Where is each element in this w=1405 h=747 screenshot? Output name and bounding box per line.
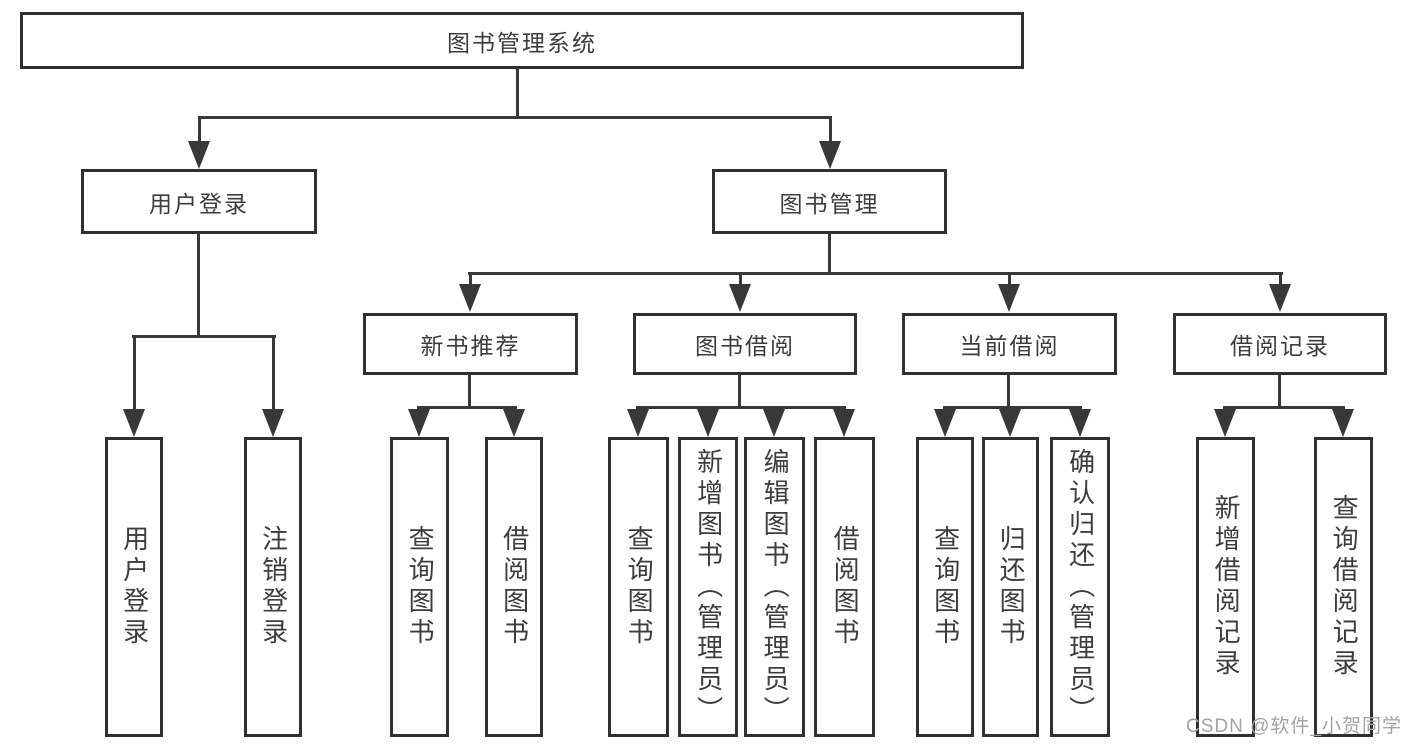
connector-stem-book-borrowing (738, 374, 741, 408)
leaf-borrow-books: 借阅图书 (814, 437, 875, 737)
node-label: 编辑图书（管理员） (760, 447, 791, 727)
connector-stem-borrowing-records (1278, 374, 1281, 408)
arrow-down-icon (833, 408, 855, 437)
connector-stem-current-borrowing (1007, 374, 1010, 408)
connector-rail-user-login (132, 335, 276, 338)
arrow-down-icon (729, 274, 751, 312)
leaf-user-login: 用户登录 (105, 437, 163, 737)
leaf-return-books: 归还图书 (982, 437, 1039, 737)
arrow-down-icon (1332, 408, 1354, 437)
leaf-query-books-current: 查询图书 (916, 437, 974, 737)
node-label: 注销登录 (258, 525, 289, 649)
node-label: 查询图书 (624, 525, 655, 649)
node-label: 用户登录 (119, 525, 150, 649)
node-library-management-system: 图书管理系统 (20, 12, 1024, 69)
connector-stem-user-login (197, 233, 200, 337)
connector-rail-borrowing-records (1223, 406, 1345, 409)
arrow-down-icon (1069, 408, 1091, 437)
arrow-down-icon (934, 408, 956, 437)
node-label: 新增图书（管理员） (693, 447, 724, 727)
leaf-logout: 注销登录 (244, 437, 302, 737)
leaf-query-books-borrowing: 查询图书 (608, 437, 669, 737)
node-label: 归还图书 (996, 525, 1027, 649)
arrow-down-icon (763, 408, 785, 437)
connector-rail-book-management (468, 272, 1283, 275)
connector-stem-new-book-recommend (468, 374, 471, 408)
node-current-borrowing: 当前借阅 (902, 313, 1117, 375)
leaf-add-borrow-record: 新增借阅记录 (1196, 437, 1255, 737)
arrow-down-icon (1269, 274, 1291, 312)
node-book-borrowing: 图书借阅 (633, 313, 857, 375)
arrow-down-icon (697, 408, 719, 437)
node-label: 新书推荐 (420, 333, 521, 359)
leaf-edit-book-admin: 编辑图书（管理员） (744, 437, 805, 737)
node-label: 当前借阅 (959, 333, 1060, 359)
node-book-management: 图书管理 (712, 169, 947, 234)
connector-rail-root (198, 116, 832, 119)
arrow-down-icon (999, 408, 1021, 437)
leaf-add-book-admin: 新增图书（管理员） (678, 437, 738, 737)
node-label: 图书管理 (779, 190, 880, 217)
arrow-down-icon (408, 408, 430, 437)
csdn-watermark: CSDN @软件_小贺同学 (1186, 716, 1402, 737)
leaf-confirm-return-admin: 确认归还（管理员） (1050, 437, 1110, 737)
node-label: 图书借阅 (695, 333, 795, 359)
leaf-borrow-books-recommend: 借阅图书 (485, 437, 543, 737)
arrow-down-icon (1214, 408, 1236, 437)
arrow-down-icon (262, 337, 284, 437)
node-label: 借阅记录 (1230, 333, 1330, 359)
leaf-query-books-recommend: 查询图书 (390, 437, 449, 737)
arrow-down-icon (459, 274, 481, 312)
leaf-query-borrow-record: 查询借阅记录 (1314, 437, 1373, 737)
node-user-login: 用户登录 (81, 169, 317, 234)
node-label: 查询图书 (405, 525, 436, 649)
connector-stem-book-management (828, 233, 831, 274)
arrow-down-icon (627, 408, 649, 437)
arrow-down-icon (123, 337, 145, 437)
connector-rail-current-borrowing (943, 406, 1082, 409)
node-label: 借阅图书 (499, 525, 530, 649)
node-label: 借阅图书 (830, 525, 861, 649)
connector-stem-root (516, 68, 519, 117)
connector-rail-new-book-recommend (417, 406, 517, 409)
node-label: 用户登录 (149, 190, 249, 217)
node-label: 查询借阅记录 (1329, 494, 1360, 680)
node-new-book-recommend: 新书推荐 (363, 313, 578, 375)
node-label: 新增借阅记录 (1211, 494, 1242, 680)
node-label: 图书管理系统 (447, 29, 597, 56)
node-label: 查询图书 (930, 525, 961, 649)
arrow-down-icon (188, 118, 210, 169)
arrow-down-icon (503, 408, 525, 437)
arrow-down-icon (998, 274, 1020, 312)
node-borrowing-records: 借阅记录 (1173, 313, 1387, 375)
arrow-down-icon (819, 118, 841, 169)
connector-rail-book-borrowing (636, 406, 846, 409)
node-label: 确认归还（管理员） (1065, 447, 1096, 727)
